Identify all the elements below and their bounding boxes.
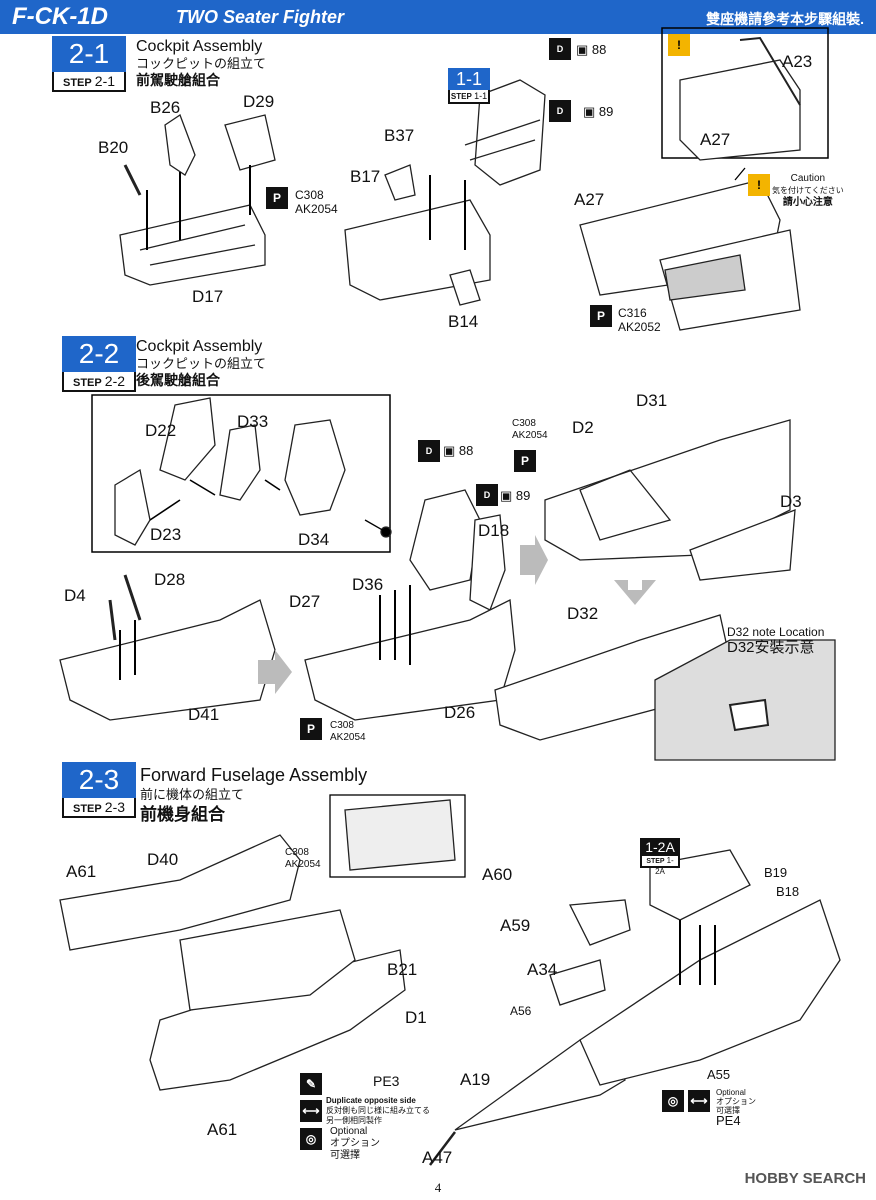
part-pe3: PE3: [373, 1073, 400, 1089]
decal-icon: D: [549, 100, 571, 122]
part-a61-b: A61: [207, 1120, 238, 1139]
part-b21: B21: [387, 960, 418, 979]
paint-icon: P: [590, 305, 612, 327]
decal-89: ▣ 89: [583, 104, 614, 119]
part-d4: D4: [64, 586, 86, 605]
decal-88-b: ▣ 88: [443, 443, 474, 458]
decal-89-b: ▣ 89: [500, 488, 531, 503]
caution-detail-box: [661, 27, 829, 159]
optional-icon: ◎: [662, 1090, 684, 1112]
step-title-2-1: Cockpit Assembly コックピットの組立て 前駕駛艙組合: [136, 38, 267, 88]
paint-icon: P: [266, 187, 288, 209]
caution-icon: !: [748, 174, 770, 196]
decal-icon: D: [418, 440, 440, 462]
part-a34: A34: [527, 960, 558, 979]
step-badge-2-1: 2-1 STEP 2-1: [52, 36, 126, 92]
part-a61: A61: [66, 862, 97, 881]
part-d17: D17: [192, 287, 224, 306]
part-d28: D28: [154, 570, 186, 589]
model-title: F-CK-1D: [12, 3, 108, 30]
optional-icon: ◎: [300, 1128, 322, 1150]
part-d33: D33: [237, 412, 269, 431]
part-d18: D18: [478, 521, 510, 540]
decal-icon: D: [476, 484, 498, 506]
model-subtitle: TWO Seater Fighter: [176, 7, 345, 27]
part-b17: B17: [350, 167, 381, 186]
ref-step-1-1: 1-1 STEP 1-1: [448, 68, 490, 104]
part-d3: D3: [780, 492, 802, 511]
caution-icon: !: [668, 34, 690, 56]
step-sub: STEP 2-1: [52, 72, 126, 92]
decal-88: ▣ 88: [576, 42, 607, 57]
part-a59: A59: [500, 916, 531, 935]
part-a60: A60: [482, 865, 513, 884]
part-d41: D41: [188, 705, 220, 724]
part-a27: A27: [700, 130, 731, 149]
part-a19: A19: [460, 1070, 491, 1089]
part-d31: D31: [636, 391, 668, 410]
part-d36: D36: [352, 575, 384, 594]
part-b20: B20: [98, 138, 129, 157]
step-title-2-3: Forward Fuselage Assembly 前に機体の組立て 前機身組合: [140, 765, 368, 824]
part-d22: D22: [145, 421, 177, 440]
part-d29: D29: [243, 92, 275, 111]
part-d2: D2: [572, 418, 594, 437]
part-d23: D23: [150, 525, 182, 544]
part-a27-b: A27: [574, 190, 605, 209]
part-b18: B18: [776, 884, 800, 899]
part-a23: A23: [782, 52, 813, 71]
header-note: 雙座機請參考本步驟組裝.: [706, 11, 864, 27]
duplicate-icon: ⟷: [300, 1100, 322, 1122]
part-d26: D26: [444, 703, 476, 722]
cockpit-tub-front: [119, 114, 276, 286]
part-a47: A47: [422, 1148, 453, 1167]
cockpit-with-seat: [344, 79, 546, 306]
part-d32: D32: [567, 604, 599, 623]
step-title-2-2: Cockpit Assembly コックピットの組立て 後駕駛艙組合: [136, 338, 267, 388]
part-a55: A55: [707, 1067, 731, 1082]
part-b19: B19: [764, 865, 788, 880]
page-number: 4: [434, 1180, 442, 1195]
seat-assembly-inset: [91, 394, 391, 553]
ref-step-1-2a: 1-2A STEP 1-2A: [640, 838, 680, 876]
part-b26: B26: [150, 98, 181, 117]
pe-icon: ✎: [300, 1073, 322, 1095]
part-b14: B14: [448, 312, 479, 331]
part-d34: D34: [298, 530, 330, 549]
paint-icon: P: [300, 718, 322, 740]
part-d1: D1: [405, 1008, 427, 1027]
step-badge-2-3: 2-3 STEP 2-3: [62, 762, 136, 818]
part-d40: D40: [147, 850, 179, 869]
step-number: 2-1: [52, 36, 126, 72]
part-pe4: PE4: [716, 1113, 741, 1128]
header-bar: F-CK-1D TWO Seater Fighter 雙座機請參考本步驟組裝.: [0, 0, 876, 34]
duplicate-icon: ⟷: [688, 1090, 710, 1112]
part-a56: A56: [510, 1004, 532, 1018]
watermark: HOBBY SEARCH: [744, 1170, 866, 1187]
paint-icon: P: [514, 450, 536, 472]
part-d27: D27: [289, 592, 321, 611]
part-b37: B37: [384, 126, 415, 145]
step-badge-2-2: 2-2 STEP 2-2: [62, 336, 136, 392]
decal-icon: D: [549, 38, 571, 60]
